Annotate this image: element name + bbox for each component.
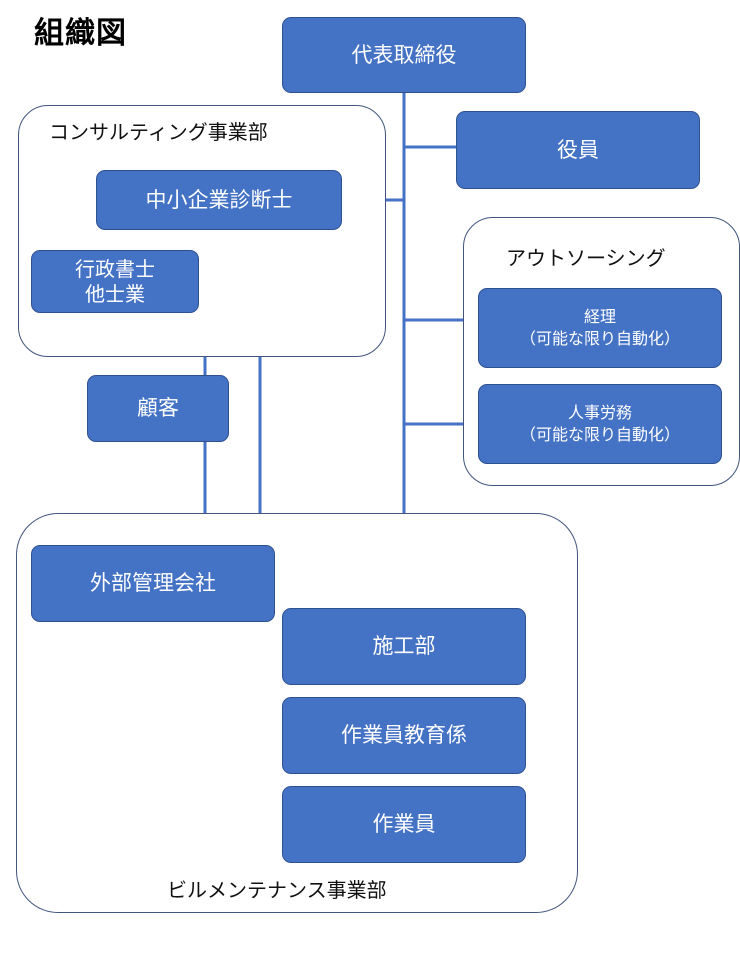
node-hr-label-1: 人事労務 bbox=[567, 403, 632, 423]
node-scrivener[interactable]: 行政書士 他士業 bbox=[31, 250, 199, 313]
node-smec-label: 中小企業診断士 bbox=[145, 187, 293, 212]
node-ceo[interactable]: 代表取締役 bbox=[282, 17, 526, 93]
node-mgmt-company-label: 外部管理会社 bbox=[90, 571, 216, 596]
node-scrivener-label-1: 行政書士 bbox=[75, 256, 155, 281]
node-client[interactable]: 顧客 bbox=[87, 375, 229, 442]
node-officers-label: 役員 bbox=[557, 137, 599, 162]
node-construction-label: 施工部 bbox=[372, 634, 436, 659]
group-outsourcing-label: アウトソーシング bbox=[506, 246, 666, 270]
node-workers[interactable]: 作業員 bbox=[282, 786, 526, 863]
group-consulting: コンサルティング事業部 bbox=[18, 105, 386, 357]
page-title: 組織図 bbox=[34, 16, 127, 51]
node-mgmt-company[interactable]: 外部管理会社 bbox=[31, 545, 275, 622]
node-officers[interactable]: 役員 bbox=[456, 111, 700, 189]
node-accounting-label-2: （可能な限り自動化） bbox=[519, 329, 680, 348]
node-training[interactable]: 作業員教育係 bbox=[282, 697, 526, 774]
node-workers-label: 作業員 bbox=[372, 812, 436, 837]
node-accounting-label-1: 経理 bbox=[583, 307, 616, 327]
group-consulting-label: コンサルティング事業部 bbox=[49, 120, 268, 144]
node-hr-label-2: （可能な限り自動化） bbox=[519, 425, 680, 444]
group-building-label: ビルメンテナンス事業部 bbox=[167, 878, 387, 902]
node-smec[interactable]: 中小企業診断士 bbox=[96, 170, 342, 230]
node-ceo-label: 代表取締役 bbox=[351, 42, 457, 67]
node-training-label: 作業員教育係 bbox=[341, 723, 467, 748]
node-client-label: 顧客 bbox=[137, 396, 179, 421]
node-scrivener-label-2: 他士業 bbox=[85, 281, 145, 306]
node-accounting[interactable]: 経理 （可能な限り自動化） bbox=[478, 288, 722, 368]
node-hr[interactable]: 人事労務 （可能な限り自動化） bbox=[478, 384, 722, 464]
node-construction[interactable]: 施工部 bbox=[282, 608, 526, 685]
